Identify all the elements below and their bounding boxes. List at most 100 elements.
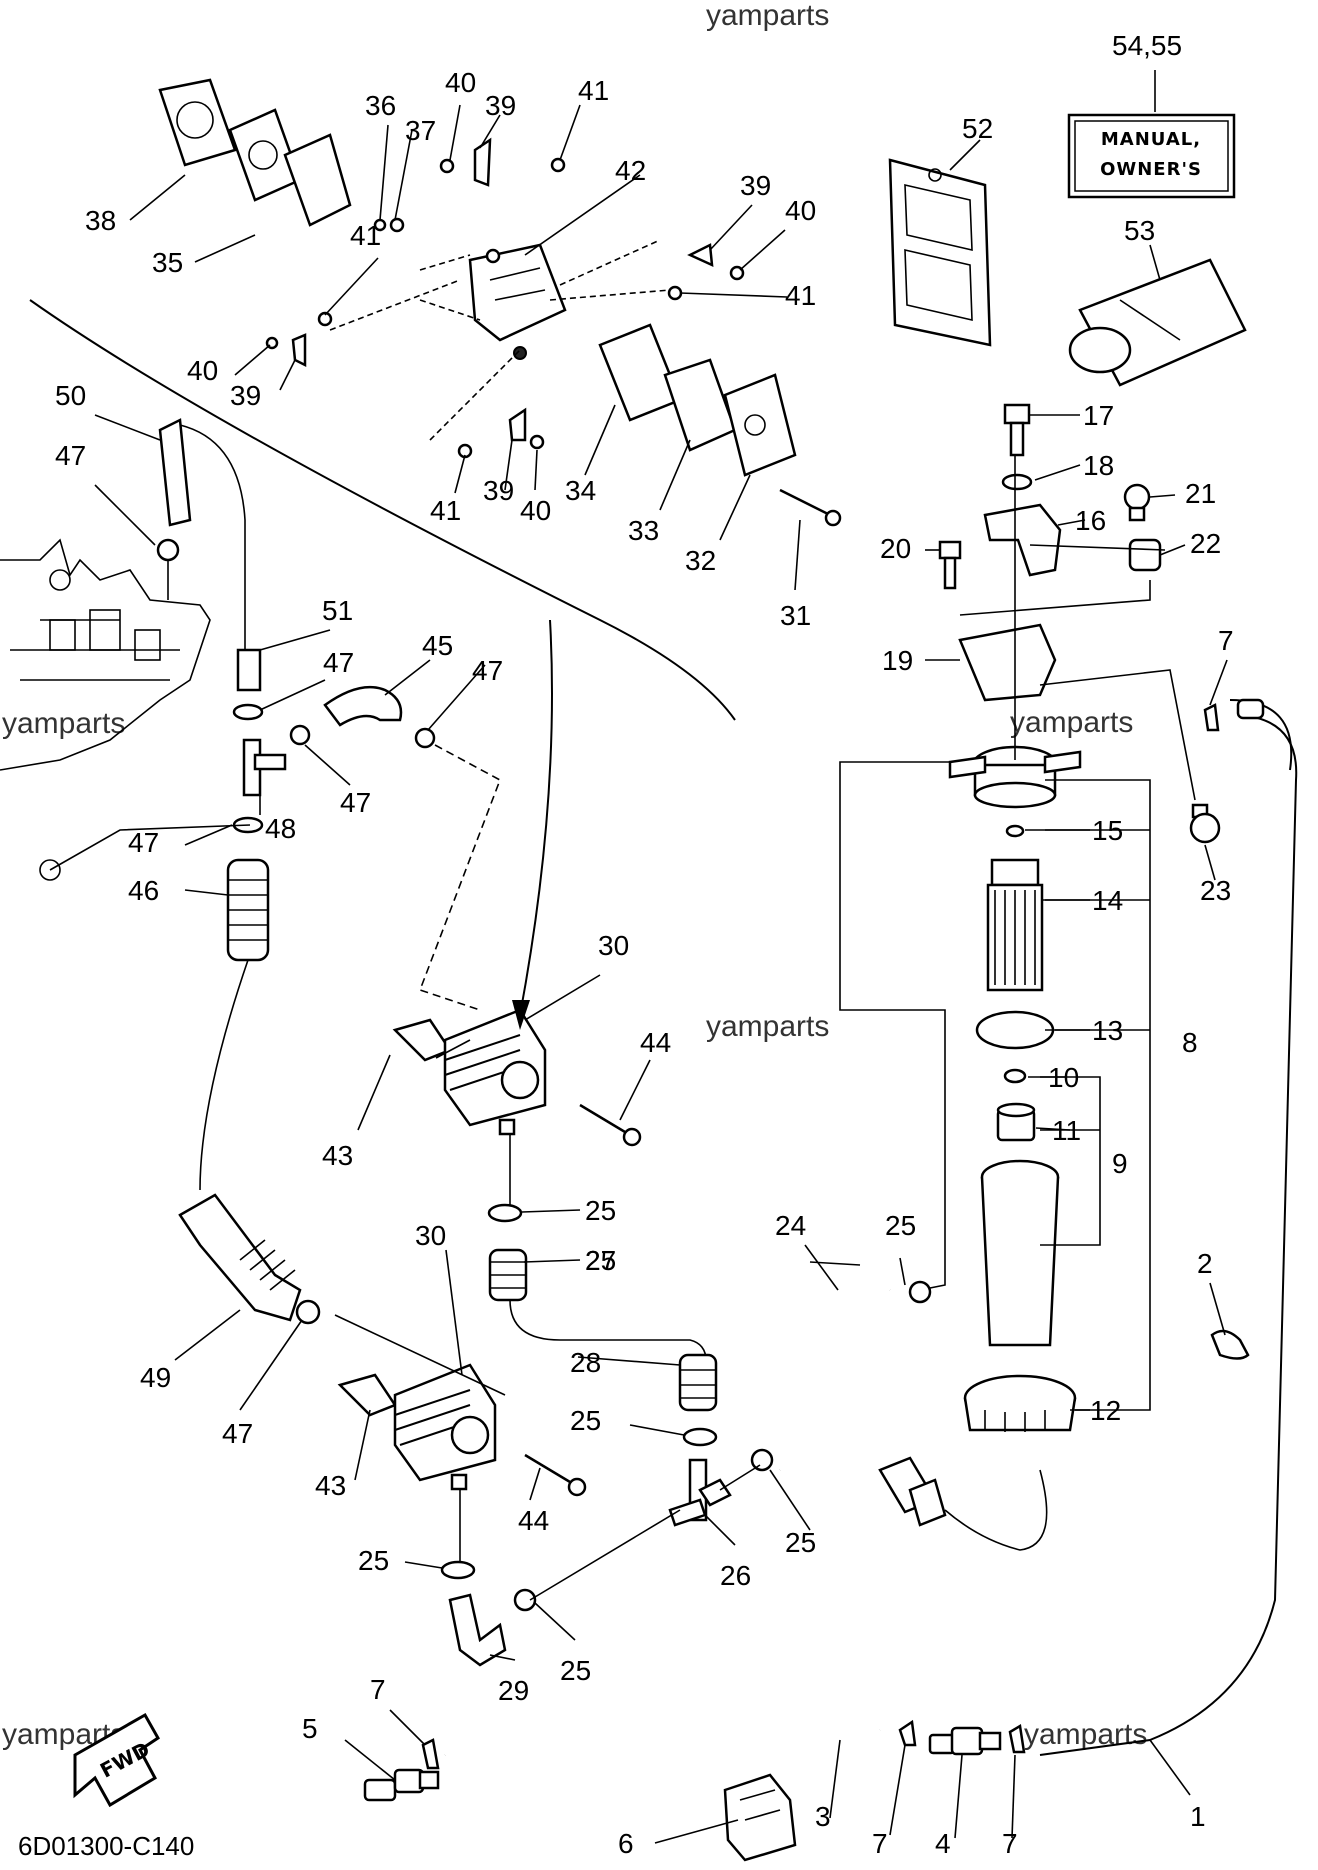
filter-leaders [959,455,1196,801]
callout-49: 49 [140,1362,171,1393]
screw-31 [779,488,842,527]
joint-4 [928,1726,1002,1756]
clamp-47-a [232,703,264,721]
clip-7-right [1203,703,1220,732]
o-ring-15 [1005,824,1025,838]
callout-25-c: 25 [570,1405,601,1436]
manual-label-line2: OWNER'S [1100,159,1202,180]
callout-33: 33 [628,515,659,546]
clamp-25-d [513,1588,537,1612]
callout-53: 53 [1124,215,1155,246]
callout-7-left: 7 [370,1674,386,1705]
callout-52: 52 [962,113,993,144]
manual-label-line1: MANUAL, [1101,129,1201,150]
callout-40-c: 40 [187,355,218,386]
callout-4: 4 [935,1828,951,1859]
callout-39-a: 39 [485,90,516,121]
filter-group-bracket-8 [1045,779,1151,1411]
callout-40-b: 40 [785,195,816,226]
callout-12: 12 [1090,1395,1121,1426]
callout-41-d: 41 [430,495,461,526]
callout-15: 15 [1092,815,1123,846]
callout-38: 38 [85,205,116,236]
t-joint-26 [668,1458,732,1527]
callout-19: 19 [882,645,913,676]
pump-plate-33 [663,358,737,452]
filter-cup-9 [980,1159,1060,1347]
callout-51: 51 [322,595,353,626]
callout-9: 9 [1112,1148,1128,1179]
callout-11: 11 [1052,1115,1081,1146]
pump-cover-32 [723,373,797,477]
routing-arrow [519,619,553,1016]
hose-29 [448,1593,507,1667]
callout-25-g: 25 [585,1245,616,1276]
hose-49 [178,1193,302,1322]
watermark-bottom-right: yamparts [1024,1718,1147,1751]
watermark-center: yamparts [706,1010,829,1043]
engine-port [39,859,61,881]
screw-44-upper [579,1103,642,1147]
callout-3: 3 [815,1801,831,1832]
engine-block-outline [0,538,211,771]
section-divider-line [29,299,736,721]
callout-47-e: 47 [128,827,159,858]
clip-2 [1210,1329,1250,1360]
callout-7-mid: 7 [872,1828,888,1859]
pump-gasket-38 [158,78,237,167]
grommet-23 [1189,803,1221,844]
callout-35: 35 [152,247,183,278]
callout-7-bottom-right: 7 [1002,1828,1018,1859]
callout-30-upper: 30 [598,930,629,961]
callout-25-a: 25 [885,1210,916,1241]
callout-18: 18 [1083,450,1114,481]
callout-31: 31 [780,600,811,631]
pump-dashed-leaders [329,239,671,441]
callout-41-b: 41 [350,220,381,251]
callout-44-upper: 44 [640,1027,671,1058]
routing-arrowhead [512,1000,530,1030]
watermark-right: yamparts [1010,706,1133,739]
fuel-hose-24-outline [779,1287,891,1471]
callout-39-c: 39 [230,380,261,411]
callout-24: 24 [775,1210,806,1241]
callout-47-f: 47 [222,1418,253,1449]
pump-plate-35b [283,133,352,227]
collar-22 [1128,538,1162,572]
watermark-left: yamparts [2,707,125,740]
fuel-hose-3 [440,1710,881,1758]
callout-27: 27 [585,1245,616,1276]
callout-43-upper: 43 [322,1140,353,1171]
callout-47-a: 47 [55,440,86,471]
screw-44-lower [524,1453,587,1497]
hose-50 [158,418,246,690]
callout-30-lower: 30 [415,1220,446,1251]
clamp-47-d [414,727,436,749]
callout-37: 37 [405,115,436,146]
callout-7-right: 7 [1218,625,1234,656]
callout-25-b: 25 [585,1195,616,1226]
grommet-21 [1123,483,1151,522]
callout-47-c: 47 [472,655,503,686]
callout-40-d: 40 [520,495,551,526]
filter-cap-8 [948,745,1082,809]
diagram-code: 6D01300-C140 [18,1831,194,1861]
hose-27 [488,1248,528,1302]
callout-43-lower: 43 [315,1470,346,1501]
callout-40-a: 40 [445,67,476,98]
callout-16: 16 [1075,505,1106,536]
callout-17: 17 [1083,400,1114,431]
clamp-47-c [289,724,311,746]
fuel-hose-1 [1039,714,1298,1756]
callout-32: 32 [685,545,716,576]
bracket-19 [958,623,1057,702]
callout-6: 6 [618,1828,634,1859]
clamp-47-top [156,538,180,562]
bolt-20 [938,540,962,590]
ring-10 [1003,1068,1027,1084]
callout-22: 22 [1190,528,1221,559]
clip-7-left [421,1738,440,1770]
clip-7-right-bottom [1008,1723,1026,1754]
callout-39-b: 39 [740,170,771,201]
callout-25-f: 25 [560,1655,591,1686]
